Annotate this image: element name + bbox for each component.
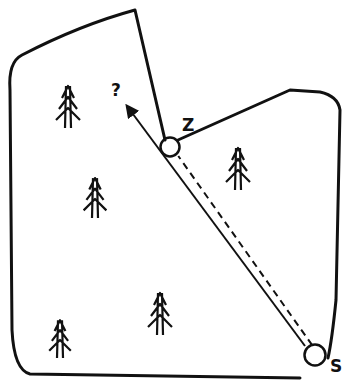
place-marker: S — [303, 343, 327, 367]
tree-symbol — [148, 293, 172, 335]
place-marker: Z — [159, 136, 181, 158]
marker-circle — [159, 136, 181, 158]
tree-symbol — [49, 320, 71, 358]
tree-symbols — [49, 86, 250, 358]
marker-circle — [303, 343, 327, 367]
target-mark: ? — [111, 82, 121, 99]
tree-symbol — [84, 178, 107, 218]
direction-arrow — [127, 106, 305, 346]
place-letter: S — [330, 358, 342, 375]
dashed-route — [178, 156, 312, 345]
tree-symbol — [226, 148, 250, 190]
place-letter: Z — [182, 117, 194, 134]
tree-symbol — [56, 86, 80, 128]
forest-outline — [10, 10, 340, 378]
